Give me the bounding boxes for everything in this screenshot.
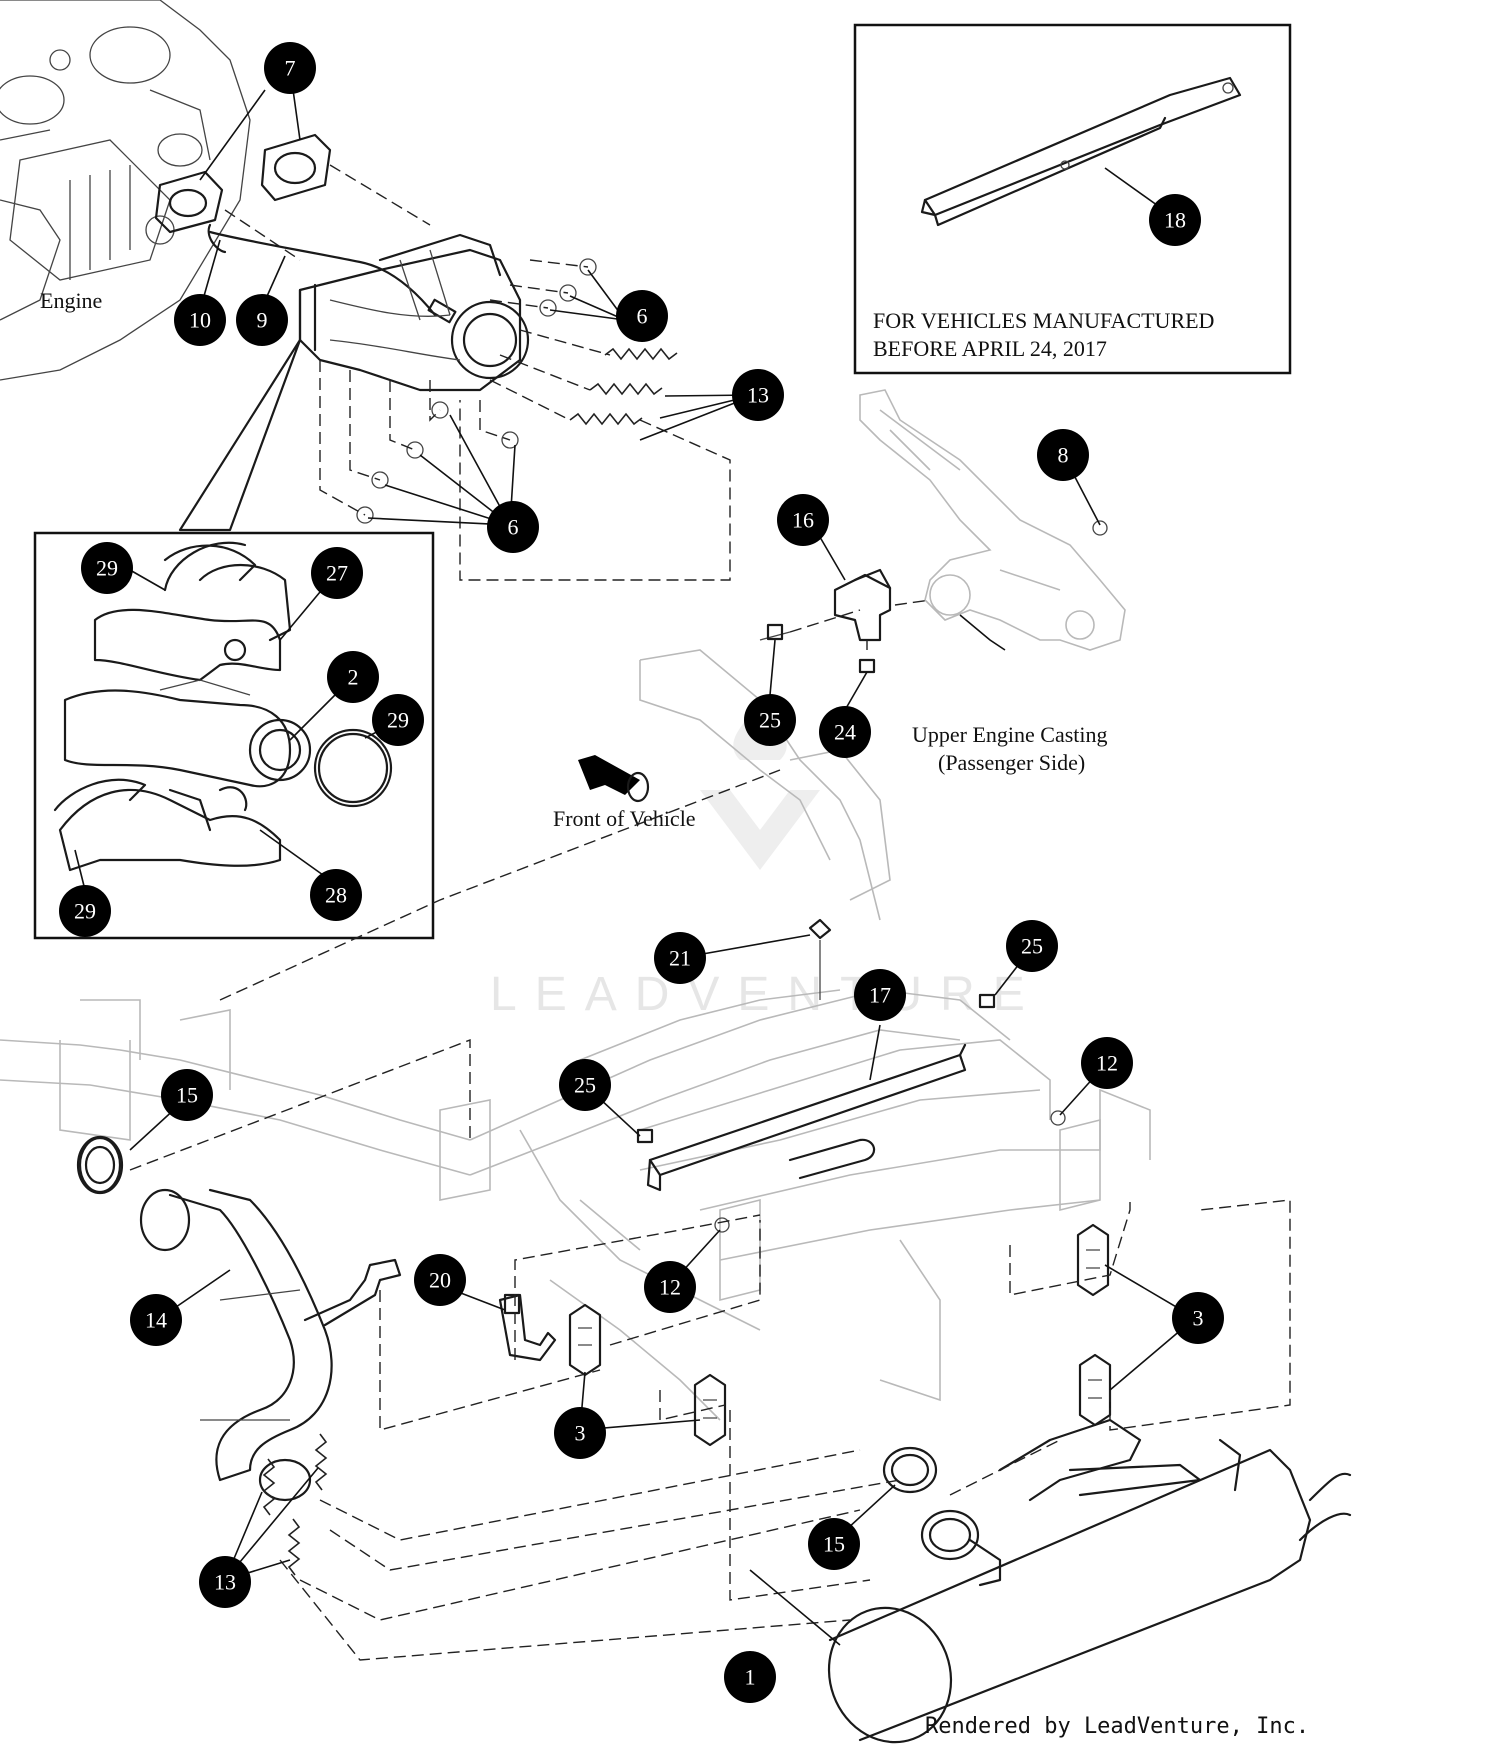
svg-text:1: 1 — [745, 1665, 756, 1690]
inset-note-line1: FOR VEHICLES MANUFACTURED — [873, 308, 1214, 333]
svg-text:9: 9 — [257, 308, 268, 333]
engine-drawing: Engine — [0, 0, 251, 381]
bracket-17 — [636, 918, 1066, 1233]
watermark-text: LEADVENTURE — [490, 968, 1043, 1021]
engine-label: Engine — [40, 288, 102, 313]
callout-6-upper: 6 — [616, 290, 668, 342]
early-bracket-inset: FOR VEHICLES MANUFACTURED BEFORE APRIL 2… — [853, 23, 1292, 375]
callout-20: 20 — [414, 1254, 466, 1306]
svg-text:27: 27 — [326, 561, 348, 586]
callout-7: 7 — [264, 42, 316, 94]
callout-15-muffler: 15 — [808, 1518, 860, 1570]
callout-13-upper: 13 — [732, 369, 784, 421]
svg-text:29: 29 — [96, 556, 118, 581]
engine-casting-label-line2: (Passenger Side) — [938, 750, 1085, 775]
exhaust-manifold — [298, 233, 530, 392]
callout-14: 14 — [130, 1294, 182, 1346]
callout-25-upper: 25 — [744, 694, 796, 746]
callout-6-lower: 6 — [487, 501, 539, 553]
watermark: LEADVENTURE — [490, 700, 1043, 1021]
svg-text:6: 6 — [508, 515, 519, 540]
callout-13-lower: 13 — [199, 1556, 251, 1608]
front-exhaust-pipe — [76, 1135, 402, 1502]
svg-text:28: 28 — [325, 883, 347, 908]
svg-text:29: 29 — [74, 899, 96, 924]
manifold-detail-inset — [33, 338, 435, 940]
callout-25-right: 25 — [1006, 920, 1058, 972]
inset-note-line2: BEFORE APRIL 24, 2017 — [873, 336, 1107, 361]
callout-21: 21 — [654, 932, 706, 984]
callout-1: 1 — [724, 1651, 776, 1703]
svg-text:12: 12 — [1096, 1051, 1118, 1076]
svg-text:13: 13 — [747, 383, 769, 408]
isolators-3 — [568, 1223, 1112, 1447]
callouts: 7 10 9 6 6 13 6 18 8 16 25 24 29 27 2 29… — [59, 42, 1224, 1703]
engine-casting-label-line1: Upper Engine Casting — [912, 722, 1108, 747]
callout-9: 9 — [236, 294, 288, 346]
svg-text:3: 3 — [1193, 1306, 1204, 1331]
svg-text:17: 17 — [869, 983, 891, 1008]
svg-text:10: 10 — [189, 308, 211, 333]
fitting-20 — [498, 1293, 557, 1362]
assembly-dash-lines — [129, 769, 1291, 1661]
svg-text:16: 16 — [792, 508, 814, 533]
svg-text:15: 15 — [823, 1532, 845, 1557]
svg-text:20: 20 — [429, 1268, 451, 1293]
callout-17: 17 — [854, 969, 906, 1021]
callout-28: 28 — [310, 869, 362, 921]
svg-text:15: 15 — [176, 1083, 198, 1108]
muffler — [827, 1418, 1352, 1744]
springs-lower — [262, 1433, 328, 1576]
svg-text:14: 14 — [145, 1308, 167, 1333]
front-of-vehicle-arrow: Front of Vehicle — [553, 755, 696, 831]
callout-18: 18 — [1149, 194, 1201, 246]
front-of-vehicle-label: Front of Vehicle — [553, 806, 696, 831]
gaskets-15 — [78, 1136, 938, 1494]
svg-text:3: 3 — [1193, 1306, 1204, 1331]
early-bracket-frame — [853, 23, 1292, 375]
svg-text:7: 7 — [285, 56, 296, 81]
svg-text:6: 6 — [637, 304, 648, 329]
callout-2: 2 — [327, 651, 379, 703]
callout-27: 27 — [311, 547, 363, 599]
callout-12-right: 12 — [1081, 1037, 1133, 1089]
svg-text:12: 12 — [659, 1275, 681, 1300]
callout-10: 10 — [174, 294, 226, 346]
svg-text:18: 18 — [1164, 208, 1186, 233]
svg-text:29: 29 — [387, 708, 409, 733]
callout-3-right: 3 — [1172, 1292, 1224, 1344]
exhaust-gaskets — [154, 133, 431, 261]
callout-3-left: 3 — [554, 1407, 606, 1459]
svg-text:25: 25 — [759, 708, 781, 733]
inset-frame — [33, 531, 435, 940]
svg-text:24: 24 — [834, 720, 856, 745]
svg-text:25: 25 — [574, 1073, 596, 1098]
callout-25-left: 25 — [559, 1059, 611, 1111]
callout-29-top: 29 — [81, 542, 133, 594]
footer-credit: Rendered by LeadVenture, Inc. — [925, 1714, 1309, 1739]
springs-upper — [459, 329, 731, 581]
callout-12-left: 12 — [644, 1261, 696, 1313]
upper-engine-casting: Upper Engine Casting (Passenger Side) — [859, 389, 1126, 775]
svg-text:21: 21 — [669, 946, 691, 971]
svg-text:25: 25 — [1021, 934, 1043, 959]
callout-29-bottom: 29 — [59, 885, 111, 937]
callout-24: 24 — [819, 706, 871, 758]
callout-15-front: 15 — [161, 1069, 213, 1121]
bracket-16 — [759, 520, 1108, 674]
svg-text:3: 3 — [575, 1421, 586, 1446]
svg-text:2: 2 — [348, 665, 359, 690]
svg-text:6: 6 — [508, 515, 519, 540]
nuts-6 — [319, 258, 597, 524]
svg-text:8: 8 — [1058, 443, 1069, 468]
svg-text:13: 13 — [214, 1570, 236, 1595]
callout-8: 8 — [1037, 429, 1089, 481]
callout-16: 16 — [777, 494, 829, 546]
callout-29-right: 29 — [372, 694, 424, 746]
